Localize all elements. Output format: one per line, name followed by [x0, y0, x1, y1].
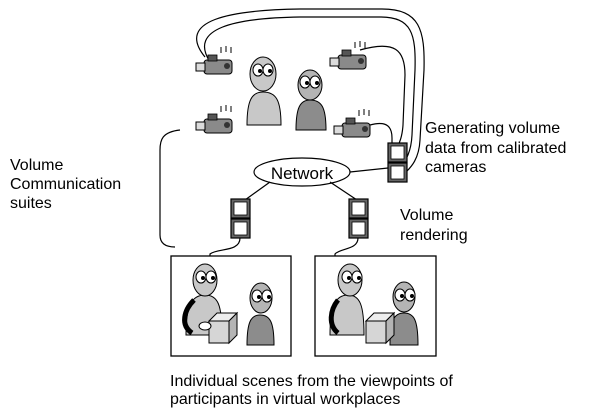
computer-tower-icon-right [348, 198, 369, 239]
generating-label-line3: cameras [425, 159, 486, 176]
camera-cable-middle [203, 16, 416, 169]
camera-cable-lower [369, 122, 393, 145]
person-figure-icon-dark [295, 69, 327, 131]
suites-label-line1: Volume [10, 157, 63, 174]
suites-label-line2: Communication [10, 176, 121, 193]
generating-label-line2: data from calibrated [425, 140, 566, 157]
camera-icon-bottom-left [195, 104, 233, 134]
suite-bracket [159, 129, 181, 248]
camera-icon-bottom-right [333, 108, 371, 138]
cube-object-icon-left [208, 312, 238, 344]
network-label: Network [271, 164, 334, 183]
suites-label-line3: suites [10, 195, 52, 212]
rendering-label-line1: Volume [400, 207, 453, 224]
scene-frame-right [314, 255, 437, 357]
cube-object-icon-right [365, 312, 395, 344]
computer-tower-icon-generator [387, 142, 408, 183]
rendering-label-line2: rendering [400, 227, 468, 244]
camera-icon-top-left [195, 45, 233, 75]
caption-line1: Individual scenes from the viewpoints of [170, 373, 453, 390]
camera-cable-outer [196, 8, 425, 173]
computer-tower-icon-left [230, 198, 251, 239]
camera-icon-top-right [329, 40, 367, 70]
caption-line2: participants in virtual workplaces [170, 391, 400, 408]
person-figure-icon-light [246, 56, 282, 126]
generating-label-line1: Generating volume [425, 120, 560, 137]
scene-frame-left [170, 255, 292, 357]
